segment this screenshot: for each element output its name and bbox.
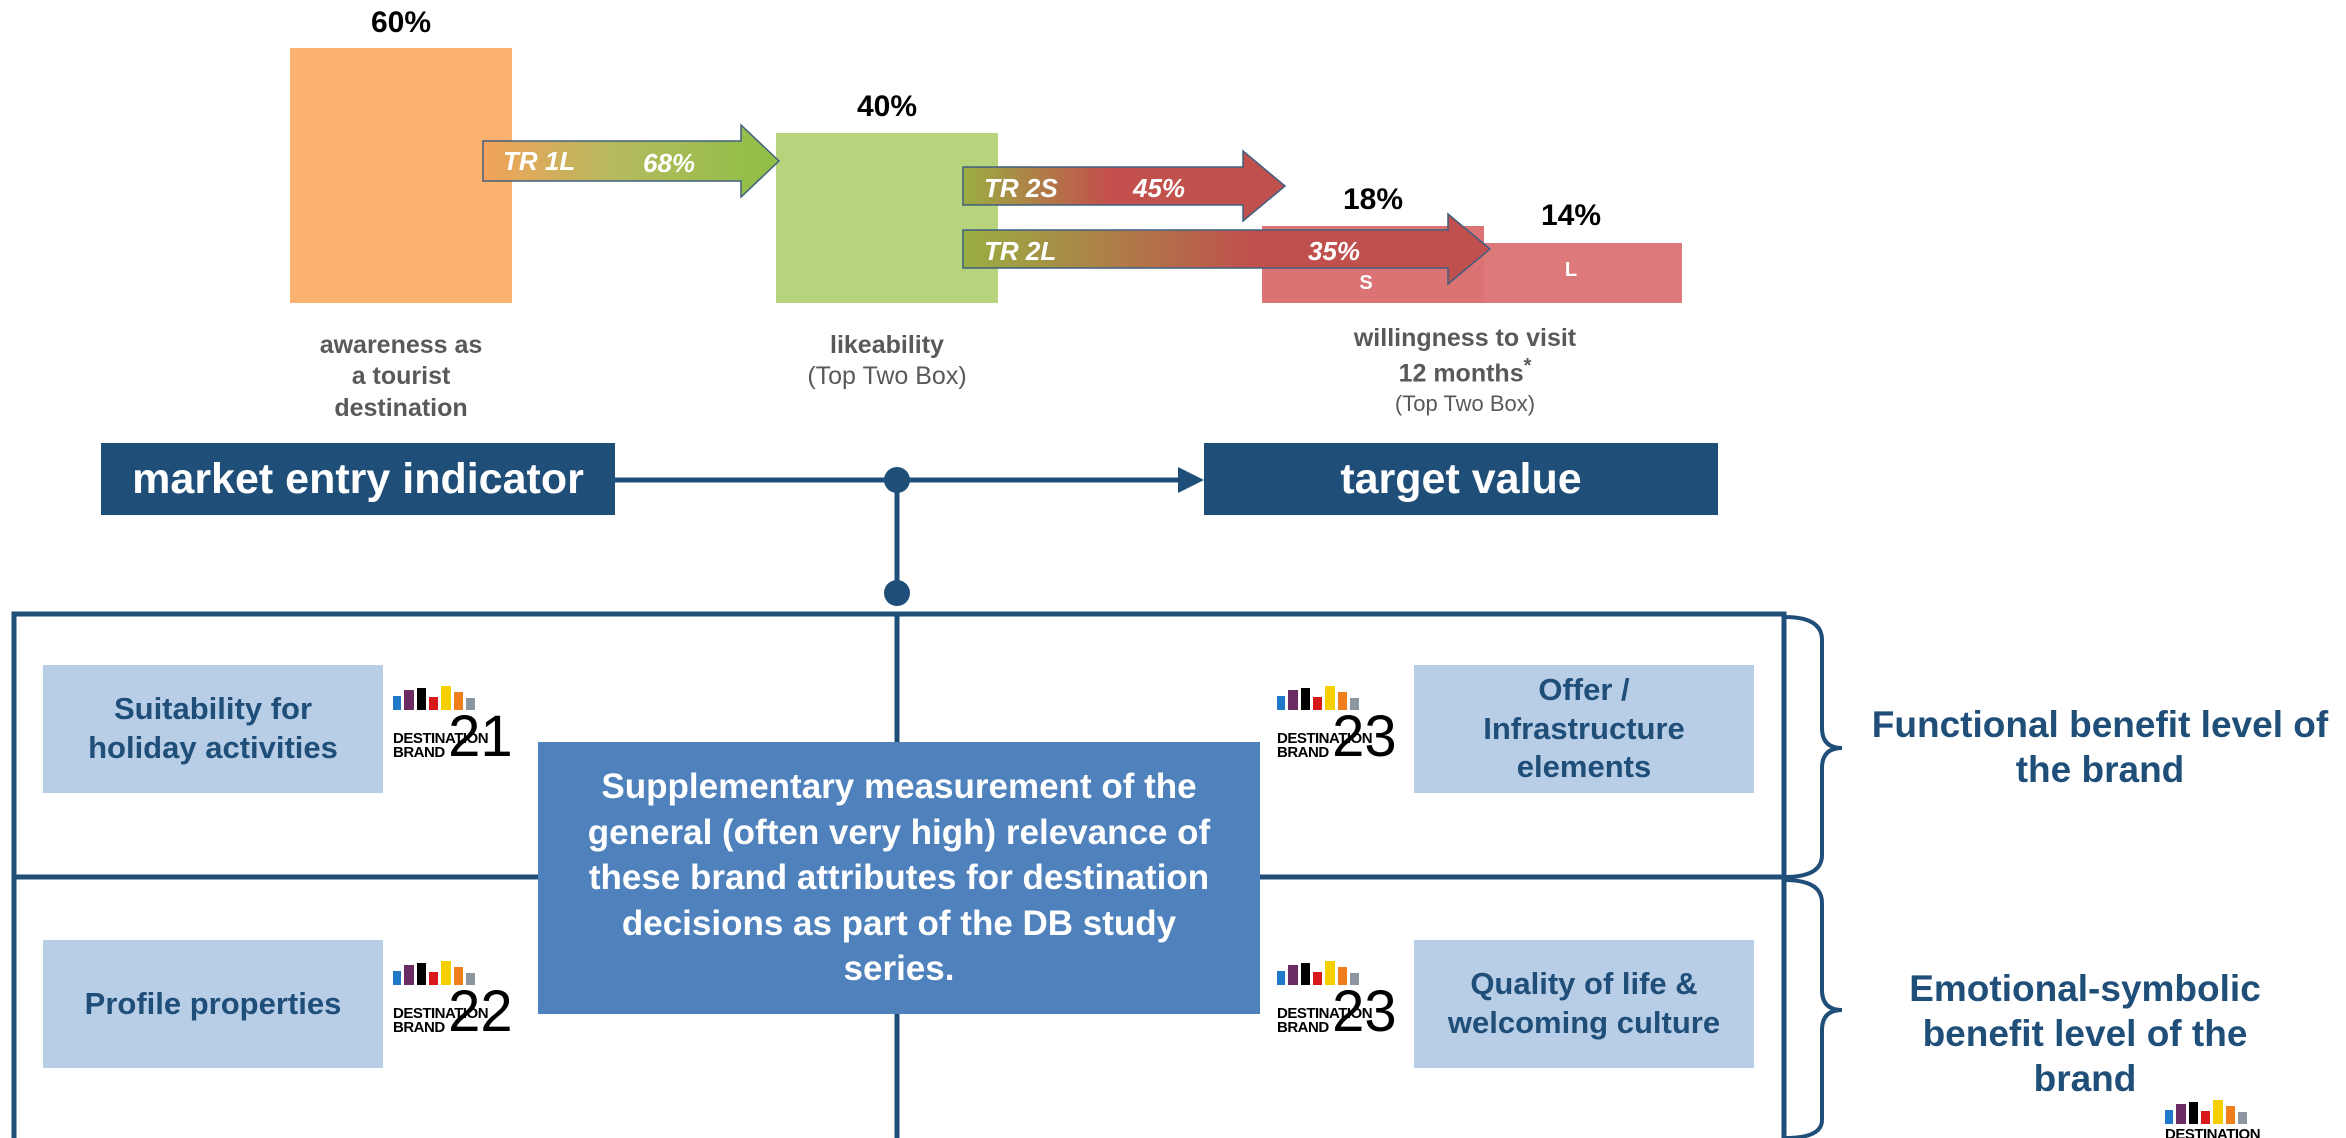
likeability-label-sub: (Top Two Box) [807,362,967,391]
logo-title-line1: DESTINATION [1277,1004,1373,1022]
profile-box: Profile properties [43,940,383,1068]
market-entry-banner: market entry indicator [101,443,615,515]
logo-number: 23 [1332,704,1397,769]
awareness-label-line: destination [334,393,468,422]
suitability-box: Suitability for holiday activities [43,665,383,793]
logo-number: 21 [448,704,513,769]
destination-brand-23-logo-top: DESTINATION BRAND 23 [1277,686,1397,776]
logo-title-line2: BRAND [393,1019,445,1037]
brace-functional [1784,615,1843,879]
logo-bars-icon [393,961,475,985]
logo-title-line2: BRAND [1277,744,1329,762]
willingness-label-line2: 12 months* [1290,354,1640,390]
destination-brand-23-logo-bottom: DESTINATION BRAND 23 [1277,961,1397,1051]
arrow-tr-2l-value: 35% [1308,236,1361,266]
awareness-percent: 60% [370,6,432,39]
arrow-tr-2s-code: TR 2S [984,173,1058,203]
logo-bars-icon [1277,686,1359,710]
brace-emotional [1784,878,1843,1138]
logo-title-line1: DESTINATION [1277,729,1373,747]
willingness-s-percent: 18% [1342,183,1404,216]
quality-box: Quality of life & welcoming culture [1414,940,1754,1068]
logo-bars-icon [1277,961,1359,985]
willingness-s-label: S [1359,272,1373,294]
likeability-percent: 40% [856,90,918,123]
logo-bars-icon [393,686,475,710]
likeability-label: likeability (Top Two Box) [756,330,1018,393]
likeability-bar [776,133,998,303]
arrow-tr-2l-code: TR 2L [984,236,1057,266]
arrow-tr-1l-value: 68% [643,148,696,178]
willingness-l-percent: 14% [1540,199,1602,232]
arrow-tr-1l-code: TR 1L [503,146,576,176]
likeability-label-title: likeability [830,331,944,359]
logo-bars-icon [2165,1100,2247,1124]
willingness-l-label: L [1564,259,1578,281]
logo-number: 23 [1332,979,1397,1044]
willingness-label-months: 12 months [1398,359,1524,388]
offer-box: Offer / Infrastructure elements [1414,665,1754,793]
arrow-tr-2l [962,212,1492,286]
willingness-asterisk: * [1523,355,1532,378]
awareness-label: awareness as a tourist destination [270,330,532,424]
functional-level-label: Functional benefit level of the brand [1871,704,2329,791]
awareness-label-line: awareness as [319,331,483,359]
transition-arrows [482,123,1492,286]
logo-title-line1: DESTINATION [393,729,489,747]
corner-destination-brand-logo: DESTINATION [2165,1098,2285,1138]
willingness-label-line1: willingness to visit [1353,324,1577,352]
arrow-tr-1l [482,123,781,199]
destination-brand-22-logo: DESTINATION BRAND 22 [393,961,513,1051]
arrow-tr-2s-value: 45% [1133,173,1186,203]
logo-title-line2: BRAND [1277,1019,1329,1037]
logo-title-line1: DESTINATION [393,1004,489,1022]
logo-title-line1: DESTINATION [2165,1126,2261,1138]
emotional-level-label: Emotional-symbolic benefit level of the … [1909,968,2261,1100]
willingness-label: willingness to visit 12 months* (Top Two… [1290,323,1640,417]
supplementary-measurement-box: Supplementary measurement of the general… [538,742,1260,1014]
destination-brand-21-logo: DESTINATION BRAND 21 [393,686,513,776]
target-value-banner: target value [1204,443,1718,515]
awareness-label-line: a tourist [351,362,451,391]
arrow-tr-2s [962,149,1287,223]
logo-title-line2: BRAND [393,744,445,762]
willingness-l-bar [1460,243,1682,303]
willingness-label-sub: (Top Two Box) [1394,390,1536,416]
awareness-bar [290,48,512,303]
logo-number: 22 [448,979,513,1044]
